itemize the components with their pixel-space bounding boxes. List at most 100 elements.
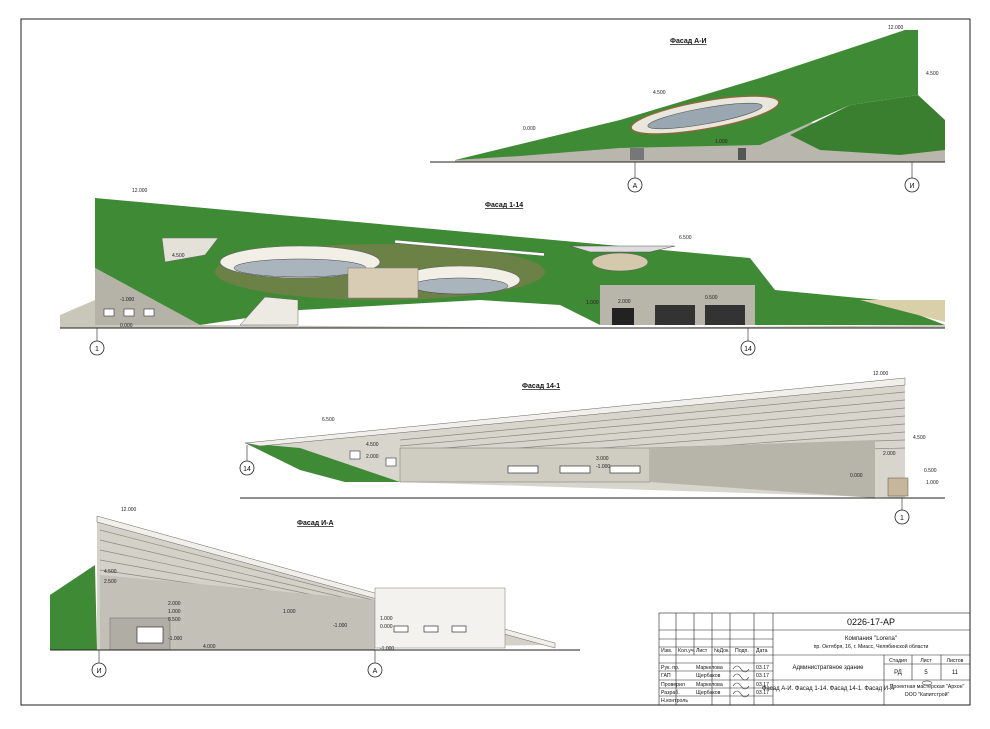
level-mark: 0.000 <box>850 473 863 479</box>
shadow-panel <box>650 440 875 498</box>
entrance-light <box>374 587 506 649</box>
axis-bubble <box>89 340 105 356</box>
stage-header: Листов <box>947 658 964 664</box>
sheet-name-text: Фасад А-И. Фасад 1-14. Фасад 14-1. Фасад… <box>762 686 894 692</box>
level-mark: 3.000 <box>596 456 609 462</box>
facade-title: Фасад 1-14 <box>485 202 523 209</box>
axis-label: 14 <box>243 466 251 473</box>
firm-logo <box>921 680 933 686</box>
role-label: Разраб. <box>661 690 680 696</box>
role-label: ГАП <box>661 673 671 679</box>
doorway <box>630 148 644 160</box>
facade-i-a: Фасад И-А И А 12.000 4.500 2.500 <box>50 507 580 678</box>
level-mark: 1.000 <box>380 616 393 622</box>
level-mark: 0.500 <box>705 295 718 301</box>
oval-atrium-glazing <box>411 277 509 295</box>
level-mark: -1.000 <box>333 623 347 629</box>
axis-label: 1 <box>900 515 904 522</box>
col-header: Изм. <box>661 648 672 654</box>
axis-bubble <box>239 460 255 476</box>
level-mark: 0.000 <box>523 126 536 132</box>
level-mark: 12.000 <box>121 507 137 513</box>
facade-title: Фасад И-А <box>297 520 334 527</box>
oval-atrium-glazing <box>233 258 367 278</box>
level-mark: 4.500 <box>653 90 666 96</box>
sand-bank <box>860 300 945 322</box>
role-date: 03.17 <box>756 682 769 688</box>
role-name: Маркелова <box>696 665 723 671</box>
project-code: 0226-17-АР <box>847 617 895 627</box>
facade-1-14: Фасад 1-14 1 <box>60 188 945 356</box>
window <box>559 465 591 474</box>
role-date: 03.17 <box>756 665 769 671</box>
axis-bubble <box>894 509 910 525</box>
level-mark: 4.500 <box>926 71 939 77</box>
level-mark: 4.500 <box>913 435 926 441</box>
axis-bubble <box>904 177 920 193</box>
axis-bubble <box>367 662 383 678</box>
green-roof <box>455 30 918 160</box>
level-mark: 4.500 <box>104 569 117 575</box>
green-roof-right <box>790 95 945 155</box>
col-header: Подп. <box>735 648 749 654</box>
level-mark: 1.000 <box>715 139 728 145</box>
green-slope <box>245 443 400 482</box>
level-mark: -1.000 <box>380 646 394 652</box>
wall-panel <box>399 447 651 483</box>
axis-bubble <box>91 662 107 678</box>
axis-label: А <box>633 183 638 190</box>
role-name: Щербаков <box>696 673 721 679</box>
stage-value: РД <box>894 670 902 676</box>
role-date: 03.17 <box>756 690 769 696</box>
garage-door <box>612 308 634 325</box>
level-mark: 2.000 <box>168 601 181 607</box>
level-mark: 0.000 <box>120 323 133 329</box>
col-header: Лист <box>696 648 708 654</box>
role-date: 03.17 <box>756 673 769 679</box>
stage-header: Лист <box>920 658 932 664</box>
entrance-portal <box>347 267 419 299</box>
level-mark: 0.000 <box>380 624 393 630</box>
axis-label: И <box>96 668 101 675</box>
firm-name: ООО "Капитстрой" <box>905 691 950 698</box>
col-header: №Док. <box>714 648 730 654</box>
window <box>507 465 539 474</box>
facade-a-i: Фасад А-И А И 12.000 4.500 4.500 0.000 1… <box>430 25 945 193</box>
facade-14-1: Фасад 14-1 14 1 <box>239 371 945 525</box>
roof-slab <box>244 377 906 447</box>
signature <box>732 682 750 690</box>
project-address: пр. Октября, 16, г. Миасс, Челябинской о… <box>814 643 929 650</box>
window <box>451 625 467 633</box>
window <box>349 450 361 460</box>
level-mark: 0.500 <box>168 617 181 623</box>
axis-bubble <box>627 177 643 193</box>
window <box>136 626 164 644</box>
signature <box>732 673 750 681</box>
axis-label: 14 <box>744 346 752 353</box>
entrance-block <box>887 477 909 497</box>
garage-door <box>705 305 745 325</box>
roof-opening <box>161 237 219 263</box>
window <box>103 308 115 317</box>
level-mark: 12.000 <box>888 25 904 31</box>
level-mark: 4.500 <box>172 253 185 259</box>
window <box>143 308 155 317</box>
level-mark: 12.000 <box>873 371 889 377</box>
level-mark: -1.000 <box>120 297 134 303</box>
level-mark: 1.000 <box>168 609 181 615</box>
role-name: Щербаков <box>696 690 721 696</box>
level-mark: 0.500 <box>924 468 937 474</box>
level-mark: 2.000 <box>618 299 631 305</box>
level-mark: 1.000 <box>586 300 599 306</box>
company-name: Компания "Lorena" <box>845 636 897 642</box>
axis-bubble <box>740 340 756 356</box>
ribbon-window <box>394 239 545 257</box>
entrance-wedge <box>239 296 299 326</box>
facade-title: Фасад А-И <box>670 38 707 45</box>
oval-glazing <box>647 102 763 130</box>
role-name: Маркелова <box>696 682 723 688</box>
sheet-number: 5 <box>924 670 928 676</box>
garage-door <box>655 305 695 325</box>
col-header: Дата <box>756 648 768 654</box>
